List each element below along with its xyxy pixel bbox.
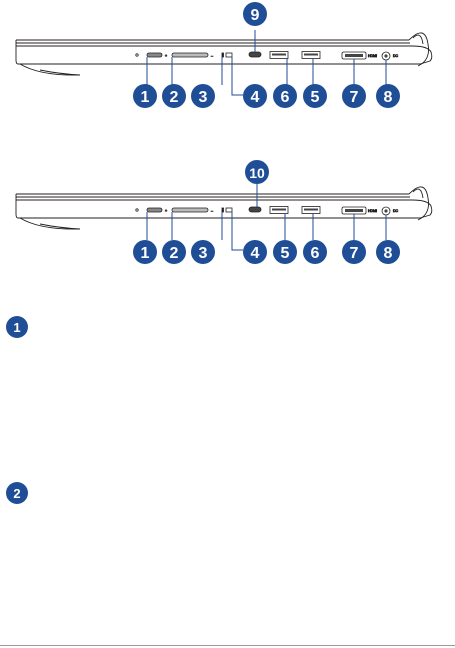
microphone-hole xyxy=(221,207,224,213)
laptop-chassis xyxy=(15,186,433,230)
volume-plus-label: + xyxy=(165,54,167,58)
section-marker-1: 1 xyxy=(6,316,28,338)
laptop-side-view-bottom: + – HDMI DC 10 1 2 3 4 5 6 xyxy=(0,158,455,268)
svg-text:7: 7 xyxy=(350,245,359,262)
callout-bottom-8: 8 xyxy=(376,240,400,264)
volume-minus-label: – xyxy=(211,209,213,213)
dc-label: DC xyxy=(393,209,399,213)
svg-text:8: 8 xyxy=(384,245,393,262)
svg-text:5: 5 xyxy=(281,245,290,262)
callout-bottom-2: 2 xyxy=(162,240,186,264)
callout-top-9: 9 xyxy=(243,2,267,26)
callout-bottom-3: 3 xyxy=(191,240,215,264)
svg-text:3: 3 xyxy=(199,89,208,106)
callout-top-4: 4 xyxy=(243,84,267,108)
callout-bottom-4: 4 xyxy=(243,240,267,264)
svg-text:4: 4 xyxy=(251,89,260,106)
svg-text:6: 6 xyxy=(281,89,290,106)
power-button xyxy=(146,52,163,58)
hdmi-label: HDMI xyxy=(368,54,377,58)
svg-text:5: 5 xyxy=(311,89,320,106)
svg-text:4: 4 xyxy=(251,245,260,262)
leader-lines-bottom xyxy=(146,184,387,251)
callout-bottom-5: 5 xyxy=(273,240,297,264)
svg-text:1: 1 xyxy=(141,89,150,106)
callout-top-7: 7 xyxy=(342,84,366,108)
card-reader-slot xyxy=(225,52,233,58)
callouts-bottom: 10 1 2 3 4 5 6 7 8 xyxy=(133,160,400,264)
callout-top-2: 2 xyxy=(162,84,186,108)
svg-text:9: 9 xyxy=(251,7,260,24)
power-led xyxy=(135,208,139,212)
hdmi-label: HDMI xyxy=(368,209,377,213)
ports-bottom: + – HDMI DC xyxy=(135,206,399,216)
power-button xyxy=(146,207,163,213)
ports-top: + – HDMI DC xyxy=(135,51,399,61)
callout-bottom-6: 6 xyxy=(303,240,327,264)
laptop-chassis xyxy=(15,32,433,76)
svg-text:2: 2 xyxy=(170,89,179,106)
callouts-top: 9 1 2 3 4 6 5 7 8 xyxy=(133,2,400,108)
microphone-hole xyxy=(221,52,224,58)
svg-text:1: 1 xyxy=(141,245,150,262)
callout-top-8: 8 xyxy=(376,84,400,108)
callout-bottom-1: 1 xyxy=(133,240,157,264)
svg-text:7: 7 xyxy=(350,89,359,106)
volume-rocker xyxy=(171,52,209,58)
volume-plus-label: + xyxy=(165,209,167,213)
svg-text:6: 6 xyxy=(311,245,320,262)
callout-bottom-10: 10 xyxy=(245,160,269,184)
card-reader-slot xyxy=(225,207,233,213)
svg-text:2: 2 xyxy=(170,245,179,262)
leader-lines-top xyxy=(146,30,387,96)
usb-c-port xyxy=(248,51,262,58)
svg-text:10: 10 xyxy=(249,165,265,181)
callout-top-5: 5 xyxy=(303,84,327,108)
laptop-side-view-top: + – HDMI DC 9 1 2 3 4 6 xyxy=(0,0,455,120)
svg-text:3: 3 xyxy=(199,245,208,262)
callout-top-3: 3 xyxy=(191,84,215,108)
volume-minus-label: – xyxy=(211,54,213,58)
usb-c-port xyxy=(248,206,262,213)
dc-label: DC xyxy=(393,54,399,58)
power-led xyxy=(135,53,139,57)
volume-rocker xyxy=(171,207,209,213)
callout-bottom-7: 7 xyxy=(342,240,366,264)
section-marker-2: 2 xyxy=(6,482,28,504)
footer-divider xyxy=(0,645,455,646)
svg-text:8: 8 xyxy=(384,89,393,106)
callout-top-1: 1 xyxy=(133,84,157,108)
callout-top-6: 6 xyxy=(273,84,297,108)
